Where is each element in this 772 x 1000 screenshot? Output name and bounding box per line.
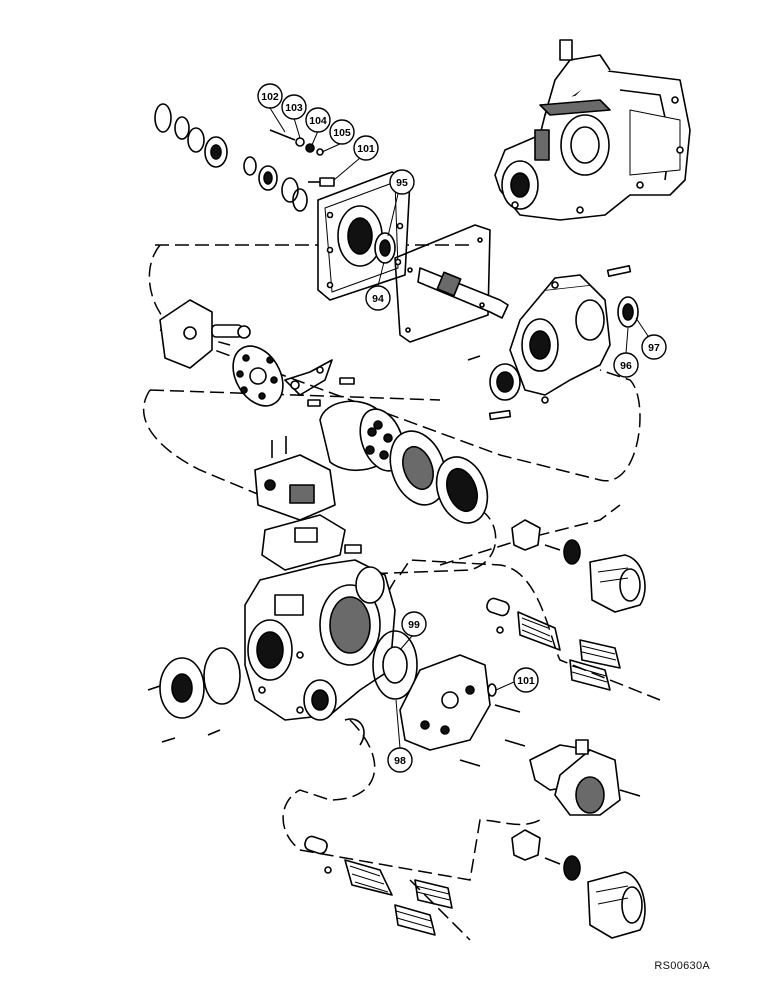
pump-assembly-complete bbox=[494, 39, 691, 221]
shaft-seal bbox=[374, 232, 396, 264]
swashplate-insert bbox=[159, 299, 251, 369]
adjusting-screw-group bbox=[269, 129, 335, 187]
relief-valve-upper bbox=[511, 519, 646, 613]
end-cover-plate bbox=[317, 171, 411, 301]
charge-pump-gasket bbox=[372, 630, 418, 700]
callout-97: 97 bbox=[635, 317, 667, 360]
callout-98: 98 bbox=[387, 699, 413, 773]
drive-shaft-and-gasket bbox=[394, 224, 509, 343]
callout-label-97: 97 bbox=[648, 342, 660, 354]
housing-seal bbox=[617, 296, 639, 328]
callout-label-104: 104 bbox=[309, 115, 327, 127]
housing-bearing bbox=[467, 264, 632, 421]
callout-label-94: 94 bbox=[372, 293, 384, 305]
control-valve-block bbox=[254, 436, 336, 521]
control-gasket bbox=[261, 514, 362, 571]
callout-label-102: 102 bbox=[261, 91, 279, 103]
callout-label-105: 105 bbox=[333, 127, 351, 139]
callout-label-101-upper: 101 bbox=[357, 143, 375, 155]
callout-label-101-lower: 101 bbox=[517, 675, 535, 687]
valve-plate bbox=[389, 430, 489, 524]
swashplate-housing bbox=[509, 274, 611, 404]
shaft-seal-kit bbox=[154, 103, 308, 212]
charge-pump-body bbox=[399, 654, 526, 767]
callout-105: 105 bbox=[321, 119, 355, 153]
callout-label-95: 95 bbox=[396, 177, 408, 189]
callout-101-lower: 101 bbox=[495, 667, 539, 693]
callout-102: 102 bbox=[257, 83, 286, 133]
spring-spool-lower bbox=[304, 835, 453, 936]
spring-spool-upper bbox=[486, 597, 621, 691]
callout-96: 96 bbox=[613, 327, 639, 378]
figure-reference-code: RS00630A bbox=[654, 960, 710, 972]
front-flange bbox=[147, 647, 241, 743]
callout-95: 95 bbox=[387, 169, 415, 237]
relief-valve-lower bbox=[511, 829, 646, 939]
callout-94: 94 bbox=[365, 261, 391, 311]
callout-label-103: 103 bbox=[285, 102, 303, 114]
callout-label-99: 99 bbox=[408, 619, 420, 631]
retainer-plate bbox=[232, 345, 284, 407]
guide-pins bbox=[284, 359, 355, 407]
housing-snap-ring bbox=[344, 718, 365, 746]
callout-label-96: 96 bbox=[620, 360, 632, 372]
callout-label-98: 98 bbox=[394, 755, 406, 767]
main-pump-housing bbox=[244, 559, 396, 721]
callout-103: 103 bbox=[281, 94, 307, 139]
auxiliary-gear-pump bbox=[529, 739, 641, 816]
callout-104: 104 bbox=[305, 107, 331, 146]
callout-99: 99 bbox=[399, 611, 427, 651]
callout-101-upper: 101 bbox=[333, 135, 379, 181]
